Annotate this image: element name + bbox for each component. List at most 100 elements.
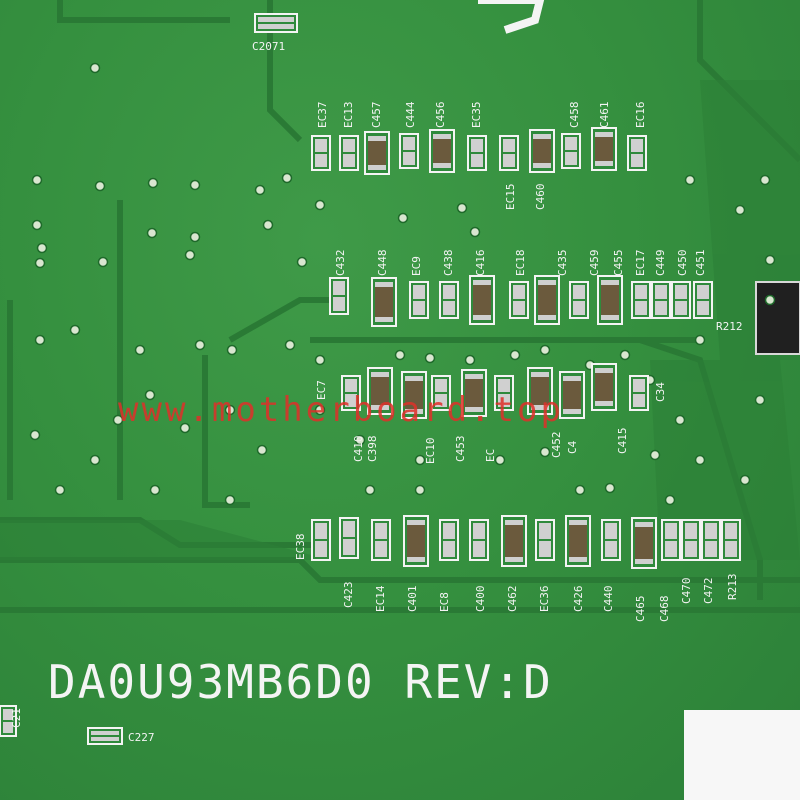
via-dot [764, 294, 776, 306]
via-dot [394, 349, 406, 361]
smd-capacitor [339, 135, 359, 171]
via-dot [684, 174, 696, 186]
via-dot [314, 354, 326, 366]
smd-capacitor [87, 727, 123, 745]
via-dot [364, 484, 376, 496]
via-dot [189, 179, 201, 191]
via-dot [539, 446, 551, 458]
via-dot [739, 474, 751, 486]
smd-capacitor [403, 515, 429, 567]
via-dot [284, 339, 296, 351]
smd-capacitor [701, 519, 721, 561]
silk-label: R212 [716, 320, 743, 333]
smd-capacitor [693, 281, 713, 319]
smd-capacitor [494, 375, 514, 411]
silk-label: EC17 [634, 250, 647, 277]
silk-label: C440 [602, 586, 615, 613]
smd-capacitor [534, 275, 560, 325]
smd-capacitor [601, 519, 621, 561]
smd-capacitor [499, 135, 519, 171]
via-dot [694, 334, 706, 346]
via-dot [179, 422, 191, 434]
smd-capacitor [371, 519, 391, 561]
via-dot [256, 444, 268, 456]
smd-capacitor [469, 519, 489, 561]
silk-label: C470 [680, 578, 693, 605]
via-dot [134, 344, 146, 356]
via-dot [414, 454, 426, 466]
silk-label: C410 [352, 436, 365, 463]
silk-label: C457 [370, 102, 383, 129]
silk-label: C415 [616, 428, 629, 455]
smd-capacitor [399, 133, 419, 169]
silk-label: EC [484, 449, 497, 462]
via-dot [734, 204, 746, 216]
silk-label: EC9 [410, 256, 423, 276]
silk-label: C465 [634, 596, 647, 623]
via-dot [112, 414, 124, 426]
silk-label: C456 [434, 102, 447, 129]
components [0, 13, 741, 745]
silk-label: EC37 [316, 102, 329, 129]
smd-capacitor [429, 129, 455, 173]
smd-capacitor [527, 367, 553, 415]
silk-label: C462 [506, 586, 519, 613]
silk-label: C416 [474, 250, 487, 277]
smd-capacitor [509, 281, 529, 319]
via-dot [314, 404, 326, 416]
silk-label: EC13 [342, 102, 355, 129]
silk-label: EC14 [374, 585, 387, 612]
smd-capacitor [439, 281, 459, 319]
via-dot [759, 174, 771, 186]
via-dot [36, 242, 48, 254]
via-dot [94, 180, 106, 192]
via-dot [539, 344, 551, 356]
via-dot [424, 352, 436, 364]
via-dot [189, 231, 201, 243]
smd-capacitor [409, 281, 429, 319]
via-dot [54, 484, 66, 496]
via-dot [354, 434, 366, 446]
via-dot [89, 62, 101, 74]
silk-label: C426 [572, 586, 585, 613]
via-dot [314, 199, 326, 211]
smd-capacitor [364, 131, 390, 175]
silk-label: C21 [10, 708, 23, 728]
silk-label: EC10 [424, 438, 437, 465]
via-dot [31, 174, 43, 186]
silk-label: EC16 [634, 102, 647, 129]
silk-label: C461 [598, 102, 611, 129]
silk-label: C435 [556, 250, 569, 277]
via-dot [694, 454, 706, 466]
smd-capacitor [631, 281, 651, 319]
via-dot [604, 482, 616, 494]
via-dot [464, 354, 476, 366]
smd-capacitor [561, 133, 581, 169]
smd-capacitor [329, 277, 349, 315]
silk-label: C459 [588, 250, 601, 277]
silk-label: C449 [654, 250, 667, 277]
silk-label: EC15 [504, 184, 517, 211]
via-dot [397, 212, 409, 224]
smd-capacitor [651, 281, 671, 319]
via-dot [97, 256, 109, 268]
via-dot [34, 334, 46, 346]
via-dot [574, 484, 586, 496]
smd-capacitor [591, 363, 617, 411]
smd-capacitor [341, 375, 361, 411]
silk-label: C2071 [252, 40, 285, 53]
via-dot [649, 449, 661, 461]
smd-capacitor [431, 375, 451, 411]
via-dot [456, 202, 468, 214]
via-dot [262, 219, 274, 231]
smd-capacitor [565, 515, 591, 567]
smd-capacitor [254, 13, 298, 33]
via-dot [144, 389, 156, 401]
smd-capacitor [469, 275, 495, 325]
via-dot [764, 254, 776, 266]
smd-capacitor [559, 371, 585, 419]
silk-label: C448 [376, 250, 389, 277]
via-dot [34, 257, 46, 269]
